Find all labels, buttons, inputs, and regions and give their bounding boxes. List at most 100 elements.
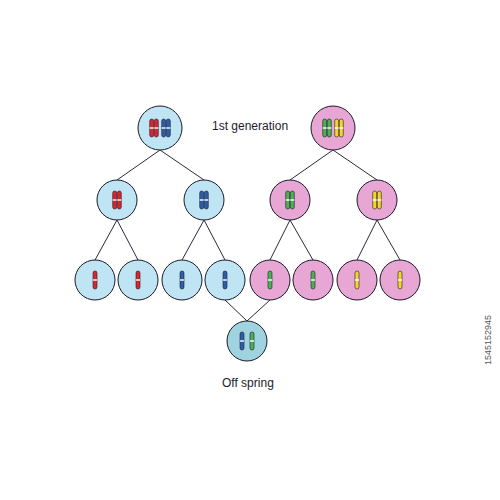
cell-circle: [270, 180, 310, 220]
chromatid: [117, 191, 121, 209]
cell-circle: [184, 180, 224, 220]
centromere: [311, 279, 315, 281]
chromatid: [327, 119, 331, 137]
centromere: [223, 279, 227, 281]
centromere: [286, 199, 290, 201]
cell-circle: [293, 260, 333, 300]
chromosome: [136, 271, 140, 289]
lineage-line: [247, 300, 270, 321]
centromere: [290, 199, 294, 201]
centromere: [250, 340, 254, 342]
cell-circle: [357, 180, 397, 220]
centromere: [339, 127, 343, 129]
lineage-line: [333, 150, 377, 180]
chromatid: [398, 271, 402, 289]
chromatid: [166, 119, 170, 137]
cell-circle: [138, 106, 182, 150]
chromosome: [162, 119, 171, 137]
chromosome: [335, 119, 344, 137]
chromatid: [377, 191, 381, 209]
lineage-line: [160, 150, 204, 180]
chromatid: [311, 271, 315, 289]
chromatid: [200, 191, 204, 209]
chromosome: [240, 332, 244, 350]
lineage-line: [117, 150, 160, 180]
chromosome: [311, 271, 315, 289]
centromere: [398, 279, 402, 281]
cell-circle: [311, 106, 355, 150]
chromatid: [136, 271, 140, 289]
chromatid: [286, 191, 290, 209]
cell-circle: [337, 260, 377, 300]
chromatid: [240, 332, 244, 350]
lineage-line: [117, 220, 138, 260]
chromatid: [355, 271, 359, 289]
chromosome: [355, 271, 359, 289]
chromosome: [286, 191, 295, 209]
chromatid: [162, 119, 166, 137]
chromosome: [180, 271, 184, 289]
lineage-line: [290, 220, 313, 260]
lineage-lines: [95, 150, 400, 321]
centromere: [373, 199, 377, 201]
chromatid: [223, 271, 227, 289]
chromosome: [150, 119, 159, 137]
centromere: [93, 279, 97, 281]
chromosome: [323, 119, 332, 137]
centromere: [240, 340, 244, 342]
chromatid: [290, 191, 294, 209]
lineage-line: [182, 220, 204, 260]
centromere: [150, 127, 154, 129]
chromatid: [268, 271, 272, 289]
chromosome: [200, 191, 209, 209]
chromosome: [93, 271, 97, 289]
chromatid: [154, 119, 158, 137]
chromosome: [373, 191, 382, 209]
chromatid: [204, 191, 208, 209]
chromatid: [323, 119, 327, 137]
chromatid: [373, 191, 377, 209]
cell-circle: [97, 180, 137, 220]
centromere: [377, 199, 381, 201]
centromere: [166, 127, 170, 129]
cell-circle: [250, 260, 290, 300]
cells: [75, 106, 420, 361]
centromere: [200, 199, 204, 201]
chromosome: [268, 271, 272, 289]
cell-circle: [118, 260, 158, 300]
chromatid: [93, 271, 97, 289]
watermark-number: 1545152945: [483, 315, 493, 365]
chromosome: [113, 191, 122, 209]
centromere: [117, 199, 121, 201]
chromatid: [113, 191, 117, 209]
centromere: [335, 127, 339, 129]
chromosome: [250, 332, 254, 350]
centromere: [154, 127, 158, 129]
lineage-line: [204, 220, 225, 260]
chromatid: [250, 332, 254, 350]
chromatid: [150, 119, 154, 137]
generation-label: 1st generation: [212, 119, 288, 133]
centromere: [268, 279, 272, 281]
lineage-line: [377, 220, 400, 260]
chromosome: [398, 271, 402, 289]
cell-circle: [205, 260, 245, 300]
centromere: [355, 279, 359, 281]
centromere: [180, 279, 184, 281]
chromatid: [180, 271, 184, 289]
chromatid: [339, 119, 343, 137]
centromere: [113, 199, 117, 201]
cell-circle: [75, 260, 115, 300]
centromere: [162, 127, 166, 129]
lineage-line: [225, 300, 247, 321]
centromere: [327, 127, 331, 129]
centromere: [204, 199, 208, 201]
cell-circle: [380, 260, 420, 300]
centromere: [323, 127, 327, 129]
lineage-line: [290, 150, 333, 180]
chromatid: [335, 119, 339, 137]
lineage-line: [95, 220, 117, 260]
chromosome: [223, 271, 227, 289]
